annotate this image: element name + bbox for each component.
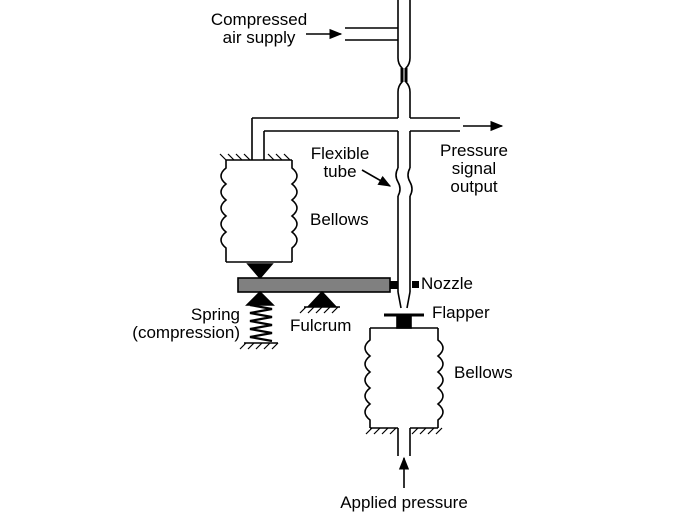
nozzle-marker	[412, 281, 419, 288]
feedback-pipe	[251, 117, 398, 160]
label-pressure-signal-output: Pressure signal output	[439, 141, 509, 196]
label-nozzle: Nozzle	[421, 274, 473, 293]
beam-tip	[390, 281, 398, 289]
label-bellows-upper: Bellows	[310, 210, 369, 229]
label-flapper: Flapper	[432, 303, 490, 322]
label-flexible-tube: Flexible tube	[310, 144, 370, 181]
label-fulcrum: Fulcrum	[290, 316, 352, 335]
output-branch	[410, 117, 460, 132]
label-bellows-lower: Bellows	[454, 363, 513, 382]
flapper	[384, 313, 424, 329]
label-spring: Spring (compression)	[132, 305, 240, 342]
beam-lever	[237, 277, 391, 293]
upper-bellows	[219, 153, 298, 263]
supply-inlet	[345, 0, 411, 41]
nozzle-pipe	[395, 131, 413, 309]
fulcrum	[299, 290, 340, 314]
label-compressed-air-supply: Compressed air supply	[210, 10, 308, 47]
restriction-orifice	[397, 57, 411, 93]
spring	[239, 290, 279, 350]
upper-pivot	[246, 263, 274, 280]
flexible-tube-leader	[361, 169, 392, 187]
lower-bellows	[364, 327, 444, 456]
label-applied-pressure: Applied pressure	[340, 493, 468, 512]
